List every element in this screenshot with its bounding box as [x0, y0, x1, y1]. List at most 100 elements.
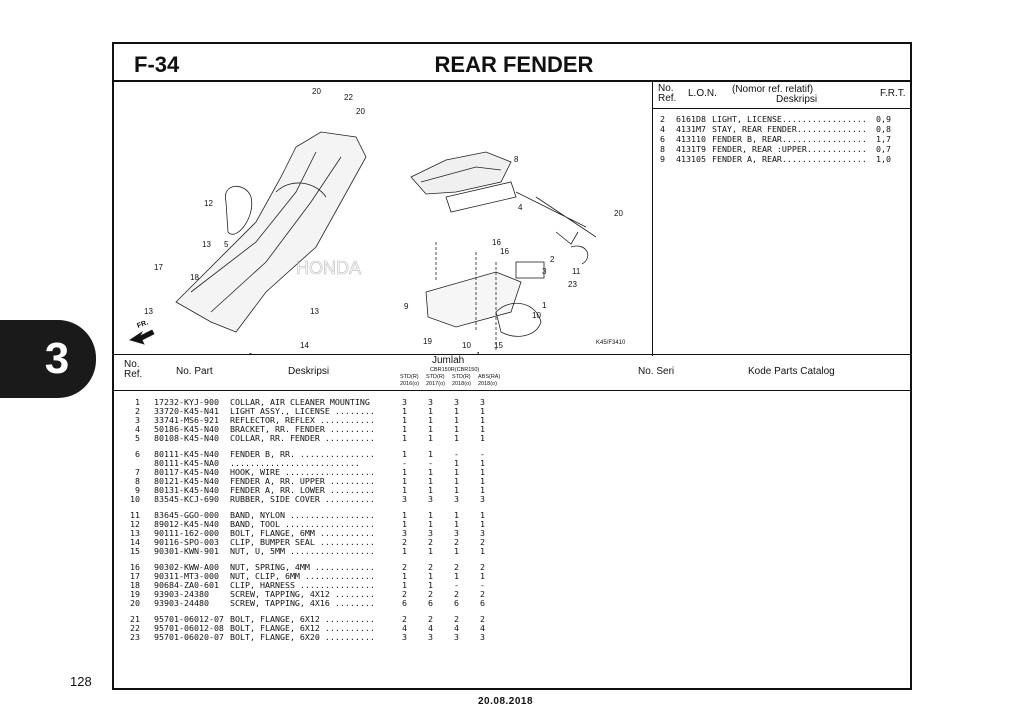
part-desc: SCREW, TAPPING, 4X12 ........: [230, 589, 375, 599]
direction-label: FR.: [136, 319, 149, 329]
parts-header-variant: STD(R): [452, 374, 471, 380]
callout-label: 13: [202, 240, 211, 249]
qty-3: 6: [480, 598, 485, 608]
qty-0: 1: [402, 519, 407, 529]
qty-0: 1: [402, 485, 407, 495]
page-number: 128: [70, 674, 92, 689]
part-number: 90116-SPO-003: [154, 537, 219, 547]
qty-1: 1: [428, 510, 433, 520]
part-number: 93903-24380: [154, 589, 209, 599]
qty-0: 2: [402, 537, 407, 547]
part-desc: BOLT, FLANGE, 6X12 ..........: [230, 623, 375, 633]
part-number: 83545-KCJ-690: [154, 494, 219, 504]
qty-0: 1: [402, 406, 407, 416]
parts-header-model: CBR150R(CBR150): [430, 367, 480, 373]
frt-ref: 4: [660, 124, 665, 134]
part-ref: 2: [135, 406, 140, 416]
qty-0: 1: [402, 546, 407, 556]
qty-0: 1: [402, 580, 407, 590]
frt-desc: STAY, REAR FENDER..............: [712, 124, 867, 134]
qty-2: -: [454, 580, 459, 590]
part-desc: RUBBER, SIDE COVER ..........: [230, 494, 375, 504]
parts-header-desc: Deskripsi: [288, 366, 330, 377]
diagram-ref-code: K45/F3410: [596, 340, 626, 346]
qty-0: 6: [402, 598, 407, 608]
qty-2: 1: [454, 458, 459, 468]
part-desc: SCREW, TAPPING, 4X16 ........: [230, 598, 375, 608]
qty-0: 3: [402, 397, 407, 407]
table-row: 6 413110 FENDER B, REAR.................…: [660, 134, 908, 144]
qty-2: 2: [454, 562, 459, 572]
qty-2: 1: [454, 415, 459, 425]
callout-label: 2: [550, 255, 555, 264]
part-desc: COLLAR, RR. FENDER ..........: [230, 433, 375, 443]
frt-header-frt: F.R.T.: [880, 88, 906, 99]
qty-3: 1: [480, 510, 485, 520]
part-number: 80108-K45-N40: [154, 433, 219, 443]
qty-0: 3: [402, 494, 407, 504]
qty-3: -: [480, 449, 485, 459]
print-date: 20.08.2018: [478, 696, 534, 707]
qty-0: 2: [402, 614, 407, 624]
part-number: 80121-K45-N40: [154, 476, 219, 486]
part-number: 95701-06020-07: [154, 632, 224, 642]
callout-label: 15: [494, 341, 503, 350]
callout-label: 12: [204, 199, 213, 208]
part-desc: NUT, U, 5MM .................: [230, 546, 375, 556]
frt-desc: FENDER B, REAR.................: [712, 134, 867, 144]
part-number: 90111-162-000: [154, 528, 219, 538]
table-row: 2 6161D8 LIGHT, LICENSE.................…: [660, 114, 908, 124]
section-divider: [114, 354, 910, 355]
qty-1: 3: [428, 528, 433, 538]
qty-3: 1: [480, 467, 485, 477]
parts-header-seri: No. Seri: [638, 366, 675, 377]
frt-value: 0,8: [876, 124, 891, 134]
parts-header-year: 2018(o): [478, 381, 497, 387]
parts-header-jumlah: Jumlah: [432, 355, 465, 366]
part-number: 95701-06012-07: [154, 614, 224, 624]
table-row: 80111-K45-NA0 ..........................…: [120, 459, 520, 468]
callout-label: 19: [423, 337, 432, 346]
part-number: 50186-K45-N40: [154, 424, 219, 434]
part-number: 89012-K45-N40: [154, 519, 219, 529]
qty-3: 2: [480, 537, 485, 547]
callout-label: 17: [154, 263, 163, 272]
frt-lon: 413105: [676, 154, 706, 164]
qty-1: 2: [428, 589, 433, 599]
qty-2: 2: [454, 614, 459, 624]
part-desc: BAND, TOOL ..................: [230, 519, 375, 529]
part-number: 95701-06012-08: [154, 623, 224, 633]
part-ref: 5: [135, 433, 140, 443]
callout-label: 5: [224, 240, 229, 249]
qty-1: 1: [428, 415, 433, 425]
frt-ref: 8: [660, 144, 665, 154]
section-tab: 3: [0, 320, 96, 398]
callout-label: 13: [310, 307, 319, 316]
frt-value: 0,9: [876, 114, 891, 124]
qty-1: 1: [428, 406, 433, 416]
part-desc: NUT, CLIP, 6MM ..............: [230, 571, 375, 581]
callout-label: 16: [500, 247, 509, 256]
qty-2: 1: [454, 546, 459, 556]
part-number: 80111-K45-N40: [154, 449, 219, 459]
qty-1: 2: [428, 537, 433, 547]
qty-0: 1: [402, 449, 407, 459]
page-title: REAR FENDER: [434, 52, 594, 77]
frt-lon: 6161D8: [676, 114, 706, 124]
qty-0: 1: [402, 415, 407, 425]
qty-2: 3: [454, 528, 459, 538]
part-desc: BAND, NYLON .................: [230, 510, 375, 520]
qty-3: 3: [480, 494, 485, 504]
qty-1: 1: [428, 571, 433, 581]
qty-3: 1: [480, 476, 485, 486]
parts-header-part: No. Part: [176, 366, 213, 377]
